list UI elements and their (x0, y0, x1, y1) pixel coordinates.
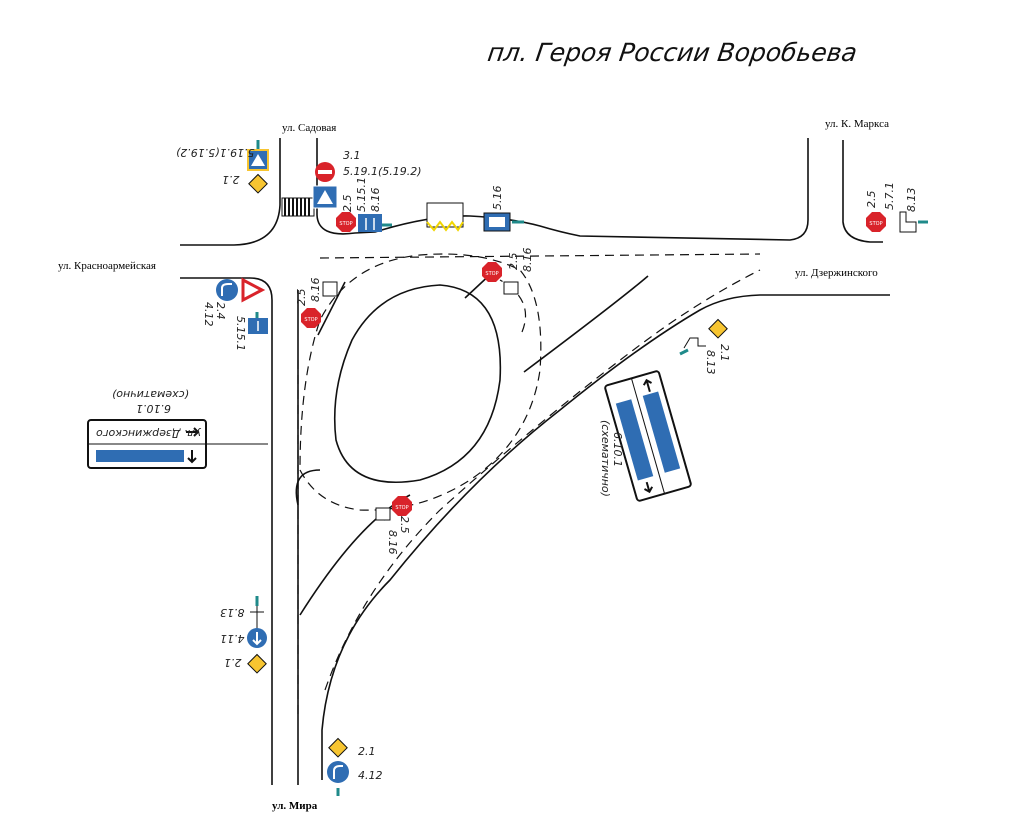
code-priority-right-b: 8.13 (704, 350, 717, 375)
road-edge-nw (180, 138, 281, 246)
sign-priority-bottom (328, 737, 348, 758)
street-dzerzhinskogo: ул. Дзержинского (795, 267, 878, 279)
code-stop-top: 2.5 (341, 194, 354, 213)
splitter-east (523, 275, 649, 373)
code-tl-top: 5.19.1(5.19.2) (176, 146, 255, 159)
sign-stop-ring-s: STOP (375, 496, 412, 521)
sign-lanes-top (358, 214, 382, 232)
sign-priority-ll (247, 653, 267, 674)
sign-stop-tr: STOP (866, 212, 886, 232)
road-edge-sw-island (295, 469, 321, 506)
code-left-mid-a: 2.4 (214, 302, 227, 320)
sign-stop-ring-ne: STOP (482, 262, 519, 295)
code-left-low-round: 4.11 (220, 632, 245, 645)
code-left-mid-b: 4.12 (202, 302, 215, 327)
lane-markings (297, 253, 761, 720)
sign-lanes-tr (899, 211, 917, 233)
code-ring-ne-b: 8.16 (521, 247, 534, 273)
code-lanes-tr: 5.7.1 (883, 182, 896, 210)
note-dir-sign-left: (схематично) (112, 388, 189, 401)
code-lane-top: 5.15.1 (355, 177, 368, 212)
sign-yield-lm (241, 277, 266, 303)
code-stop-tr: 2.5 (865, 190, 878, 209)
svg-text:STOP: STOP (339, 221, 352, 227)
sign-priority-right (683, 318, 728, 349)
code-tl-bottom: 2.1 (222, 173, 240, 186)
code-left-low-priority: 2.1 (224, 656, 242, 669)
street-krasnoarmeyskaya: ул. Красноармейская (58, 260, 156, 272)
road-edges (180, 138, 890, 785)
sign-lane-lm (248, 318, 268, 334)
svg-text:STOP: STOP (869, 221, 882, 227)
street-k-marksa: ул. К. Маркса (825, 118, 889, 130)
sign-crossing-tl (247, 149, 269, 171)
sign-round-straight-ll (247, 628, 267, 648)
street-mira: ул. Мира (272, 800, 318, 812)
sign-stop-top: STOP (336, 212, 356, 232)
note-dir-sign-right: (схематично) (599, 420, 612, 497)
sign-priority-tl (248, 173, 268, 194)
sign-posts (255, 140, 928, 796)
direction-sign-left (87, 419, 268, 469)
sign-round-right-bottom (327, 761, 349, 783)
code-no-entry: 3.1 (343, 149, 361, 162)
sign-plate-left-low (250, 606, 264, 630)
splitter-south (299, 494, 411, 616)
svg-text:STOP: STOP (304, 317, 317, 323)
road-edge-southeast (321, 294, 890, 780)
code-ring-ne-a: 2.5 (507, 252, 520, 271)
bus-stop-pavilion (426, 202, 464, 232)
sign-bus (483, 212, 511, 232)
code-left-mid-c: 5.15.1 (234, 316, 247, 351)
svg-text:STOP: STOP (485, 271, 498, 277)
svg-text:STOP: STOP (395, 505, 408, 511)
code-bottom-round: 4.12 (358, 769, 383, 782)
code-crossing-top: 5.19.1(5.19.2) (343, 165, 422, 178)
road-edge-west (180, 277, 273, 785)
code-dir-sign-left: 6.10.1 (136, 402, 171, 415)
road-edge-ne (842, 140, 883, 243)
sign-no-entry (315, 162, 335, 182)
sign-round-right-lm (216, 279, 238, 301)
code-ring-s-a: 2.5 (398, 516, 411, 534)
code-ring-s-b: 8.16 (386, 530, 399, 555)
central-island (333, 284, 502, 484)
sign-stop-ring-nw: STOP (301, 281, 338, 328)
sign-crossing-top (312, 185, 338, 209)
code-left-low-plate: 8.13 (220, 606, 245, 619)
code-plate-tr: 8.13 (905, 187, 918, 213)
street-sadovaya: ул. Садовая (282, 122, 337, 134)
code-bottom-priority: 2.1 (358, 745, 376, 758)
code-ring-nw-b: 8.16 (309, 277, 322, 303)
crosswalk (281, 197, 315, 217)
code-dir-sign-right: 6.10.1 (611, 432, 624, 467)
code-ring-nw-a: 2.5 (295, 288, 308, 307)
code-priority-right-a: 2.1 (718, 344, 731, 362)
street-dir-sign-left: ул. Дзержинского (96, 427, 201, 440)
direction-sign-right (604, 370, 692, 502)
code-bus: 5.16 (491, 185, 504, 211)
code-plate-top: 8.16 (369, 187, 382, 213)
